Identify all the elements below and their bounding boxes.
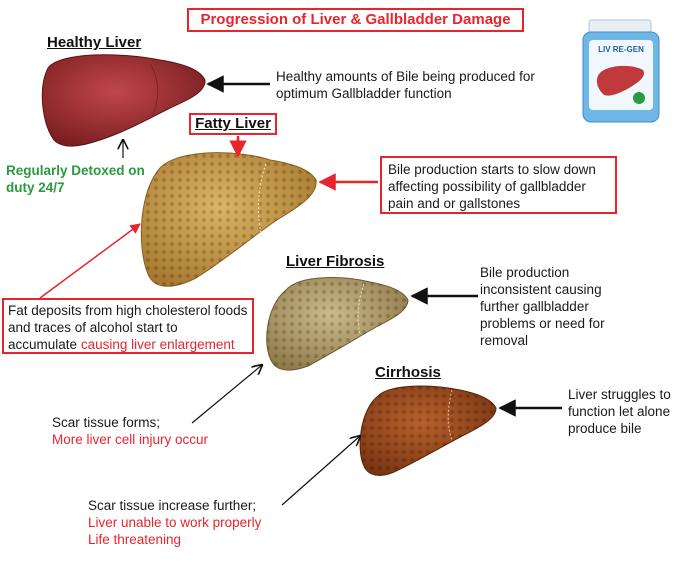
- fatty-description: Bile production starts to slow down affe…: [388, 162, 596, 211]
- fat-deposits-highlight: causing liver enlargement: [81, 337, 235, 352]
- cirrhosis-liver-image: [360, 386, 496, 475]
- arrow-scar-increase: [282, 436, 360, 505]
- fibrosis-description: Bile production inconsistent causing fur…: [480, 264, 630, 349]
- supplement-bottle-icon: LIV RE-GEN: [573, 18, 673, 126]
- heading-cirrhosis: Cirrhosis: [375, 364, 441, 381]
- heading-healthy-liver: Healthy Liver: [47, 34, 141, 51]
- fat-deposits-box: Fat deposits from high cholesterol foods…: [2, 298, 254, 354]
- scar-forms-red: More liver cell injury occur: [52, 431, 252, 448]
- product-label: LIV RE-GEN: [598, 45, 644, 54]
- scar-increase-red-2: Life threatening: [88, 531, 328, 548]
- healthy-liver-image: [42, 55, 205, 146]
- heading-liver-fibrosis: Liver Fibrosis: [286, 253, 384, 270]
- scar-forms-note: Scar tissue forms; More liver cell injur…: [52, 414, 252, 448]
- fatty-description-box: Bile production starts to slow down affe…: [380, 156, 617, 214]
- fibrosis-liver-image: [267, 278, 408, 371]
- arrow-fat-deposits: [40, 224, 140, 298]
- heading-fatty-liver: Fatty Liver: [191, 115, 275, 133]
- healthy-description: Healthy amounts of Bile being produced f…: [276, 68, 566, 102]
- scar-increase-text: Scar tissue increase further;: [88, 497, 328, 514]
- cirrhosis-description: Liver struggles to function let alone pr…: [568, 386, 678, 437]
- scar-increase-note: Scar tissue increase further; Liver unab…: [88, 497, 328, 548]
- detox-note: Regularly Detoxed on duty 24/7: [6, 162, 146, 196]
- heading-fatty-liver-box: Fatty Liver: [189, 113, 277, 135]
- scar-forms-text: Scar tissue forms;: [52, 414, 252, 431]
- scar-increase-red-1: Liver unable to work properly: [88, 514, 328, 531]
